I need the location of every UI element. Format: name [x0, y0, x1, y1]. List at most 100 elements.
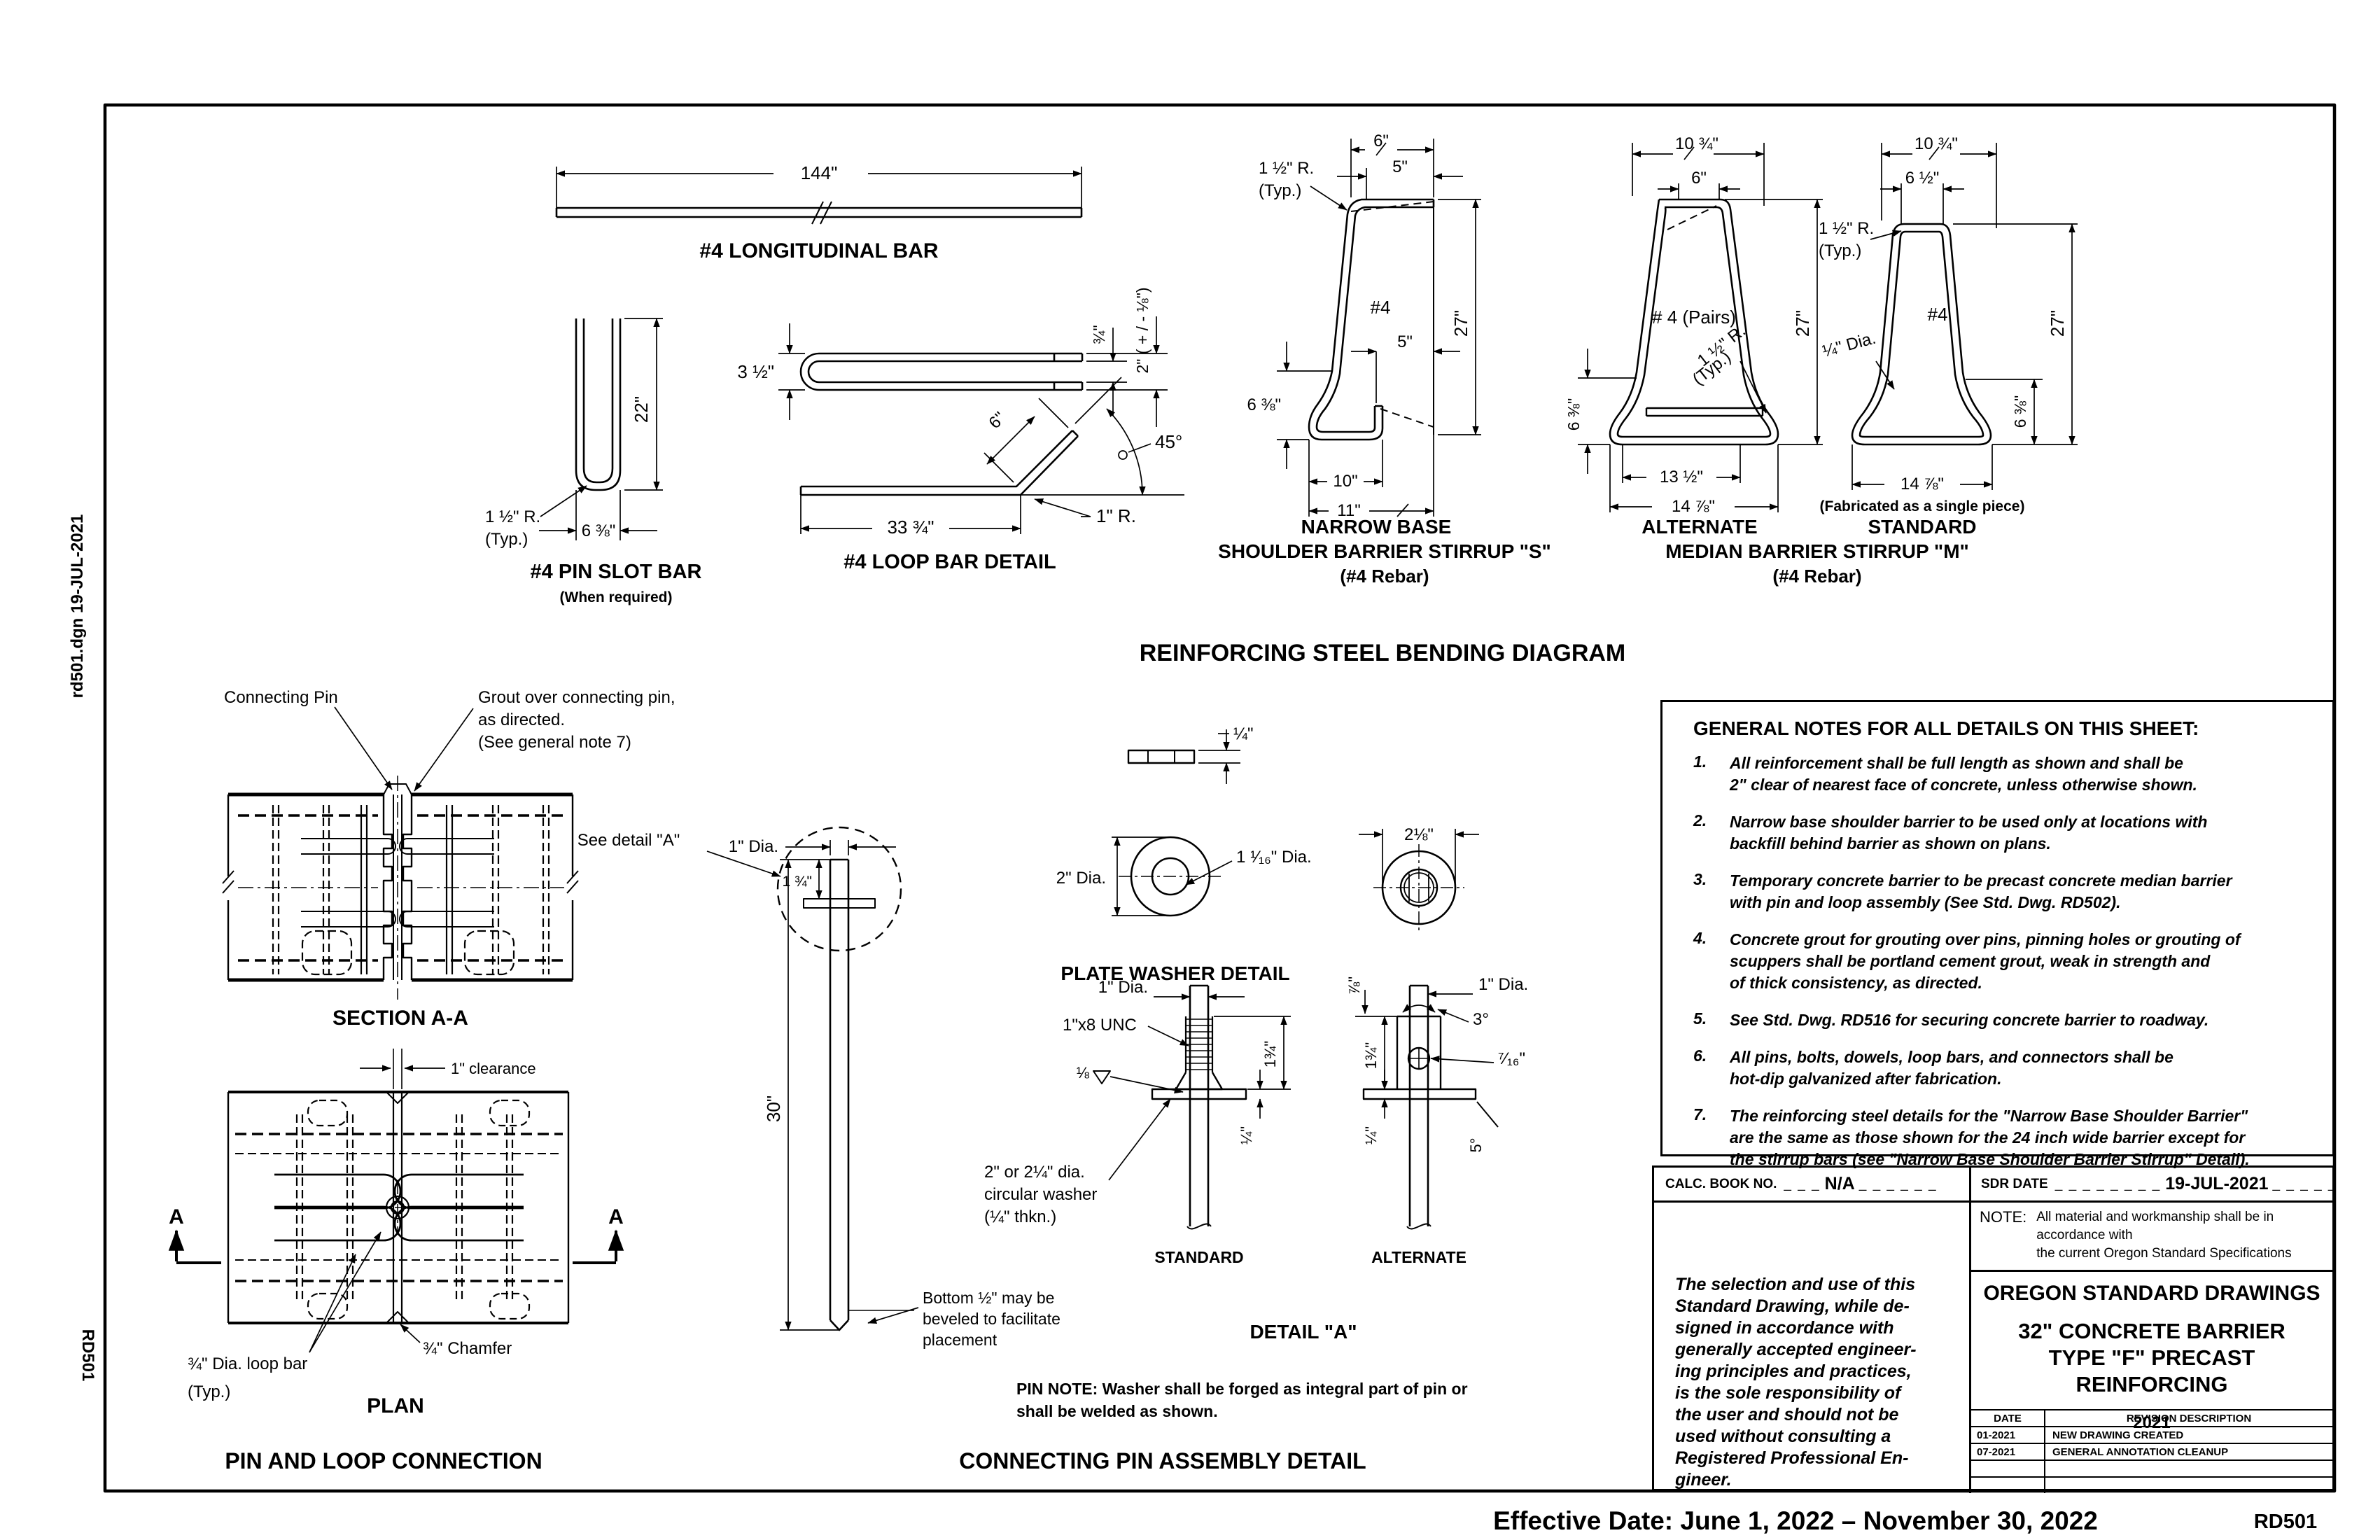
effective-date: Effective Date: June 1, 2022 – November …: [1493, 1506, 2098, 1535]
dim-1-dia-std: 1" Dia.: [1098, 978, 1148, 997]
lbl-section-a-right: A: [608, 1205, 624, 1228]
dim-1-3-4-std-pin: 1¾": [1261, 1041, 1279, 1068]
dim-2-dia: 2" Dia.: [1056, 869, 1106, 888]
title-loop-bar: #4 LOOP BAR DETAIL: [844, 551, 1056, 573]
title-block: CALC. BOOK NO. _ _ _ N/A _ _ _ _ _ _ SDR…: [1652, 1166, 2337, 1493]
lbl-std-typ: (Typ.): [1819, 241, 1861, 260]
note-number: 1.: [1693, 752, 1707, 771]
revision-date: [1971, 1478, 2045, 1493]
longitudinal-bar-drawing: [556, 167, 1082, 225]
general-note-6: 6. All pins, bolts, dowels, loop bars, an…: [1693, 1046, 2311, 1090]
dim-6-1-2-std: 6 ½": [1905, 169, 1940, 188]
dim-1-dia-alt-pin: 1" Dia.: [1478, 975, 1528, 994]
note-text: See Std. Dwg. RD516 for securing concret…: [1730, 1011, 2209, 1029]
title-pin-loop-connection: PIN AND LOOP CONNECTION: [225, 1448, 542, 1474]
dim-6-3-8-pinslot: 6 ⅜": [582, 522, 616, 540]
sdr-date-cell: SDR DATE _ _ _ _ _ _ _ _ 19-JUL-2021 _ _…: [1969, 1168, 2337, 1200]
lbl-connecting-pin: Connecting Pin: [224, 688, 338, 707]
dim-10-3-4-alt: 10 ¾": [1675, 134, 1718, 153]
revision-desc-header: REVISION DESCRIPTION: [2126, 1412, 2252, 1424]
revision-row-2: 07-2021 GENERAL ANNOTATION CLEANUP: [1971, 1444, 2332, 1461]
lbl-pin-note-1: PIN NOTE: Washer shall be forged as inte…: [1016, 1380, 1468, 1398]
heading-bending-diagram: REINFORCING STEEL BENDING DIAGRAM: [1140, 640, 1626, 666]
note-text: Narrow base shoulder barrier to be used …: [1730, 813, 2208, 853]
lbl-circ-washer-2: circular washer: [984, 1185, 1097, 1204]
narrow-base-stirrup-drawing: [1277, 139, 1481, 517]
note-text: Concrete grout for grouting over pins, p…: [1730, 930, 2241, 992]
revision-description: [2045, 1478, 2332, 1493]
lbl-bevel-2: beveled to facilitate: [923, 1310, 1060, 1328]
dim-1-3-4-pin: 1 ¾": [783, 874, 812, 890]
lbl-loop-bar-dia: ¾" Dia. loop bar: [188, 1354, 307, 1373]
dim-27-alt: 27": [1792, 310, 1813, 337]
general-note-4: 4.Concrete grout for grouting over pins,…: [1693, 929, 2311, 994]
note-text: All pins, bolts, dowels, loop bars, and …: [1730, 1048, 2174, 1088]
margin-code-label: RD501: [78, 1329, 97, 1382]
general-note-5: 5. See Std. Dwg. RD516 for securing concr…: [1693, 1009, 2311, 1031]
revision-row-3: [1971, 1461, 2332, 1478]
lbl-loop-bar-typ: (Typ.): [188, 1382, 230, 1401]
lbl-bevel-3: placement: [923, 1331, 997, 1349]
lbl-bevel-1: Bottom ½" may be: [923, 1289, 1054, 1307]
standard-pin-drawing: [1093, 984, 1291, 1230]
dim-3-4-loop: ¾": [1090, 325, 1108, 344]
dim-13-1-2-alt: 13 ½": [1660, 468, 1703, 486]
general-note-7: 7.The reinforcing steel details for the …: [1693, 1105, 2311, 1170]
sheet-number: RD501: [2253, 1511, 2318, 1533]
dim-6-3-8-narrow: 6 ⅜": [1247, 396, 1281, 414]
sdr-date-value: 19-JUL-2021: [2165, 1174, 2269, 1194]
general-notes-heading: GENERAL NOTES FOR ALL DETAILS ON THIS SH…: [1693, 718, 2199, 739]
note-number: 5.: [1693, 1009, 1707, 1028]
plate-washer-drawing: [1112, 729, 1240, 917]
title-conn-pin-assembly: CONNECTING PIN ASSEMBLY DETAIL: [959, 1448, 1366, 1474]
note-number: 6.: [1693, 1046, 1707, 1065]
note-number: 2.: [1693, 811, 1707, 830]
subtitle-s-rebar: (#4 Rebar): [1340, 566, 1429, 587]
drawing-title: 32" CONCRETE BARRIER TYPE "F" PRECAST RE…: [2018, 1319, 2286, 1396]
note-number: 7.: [1693, 1105, 1707, 1124]
revision-description: GENERAL ANNOTATION CLEANUP: [2052, 1446, 2229, 1458]
title-alternate-pin: ALTERNATE: [1371, 1248, 1466, 1266]
lbl-std-radius: 1 ½" R.: [1819, 219, 1874, 238]
lbl-pin-note-2: shall be welded as shown.: [1016, 1402, 1218, 1420]
lbl-alt-bar: # 4 (Pairs): [1652, 307, 1736, 328]
revision-date: 07-2021: [1971, 1444, 2045, 1460]
dim-30: 30": [763, 1096, 784, 1122]
dim-144: 144": [801, 162, 838, 183]
dim-5-narrow-top: 5": [1392, 158, 1408, 176]
alternate-pin-drawing: [1355, 984, 1499, 1230]
dim-6-diag: 6": [985, 408, 1009, 433]
title-pin-slot-bar: #4 PIN SLOT BAR: [531, 561, 702, 583]
dim-1-4-std-pin: ¼": [1238, 1126, 1255, 1144]
calc-book-value: N/A: [1824, 1174, 1855, 1194]
sdr-dashes-pre: _ _ _ _ _ _ _ _: [2054, 1176, 2162, 1191]
sdr-dashes-post: _ _ _ _ _: [2272, 1176, 2337, 1191]
title-section-aa: SECTION A-A: [332, 1007, 468, 1030]
dim-3deg: 3°: [1473, 1010, 1489, 1029]
materials-note: NOTE: All material and workmanship shall…: [1971, 1203, 2332, 1272]
subtitle-m-rebar: (#4 Rebar): [1772, 566, 1861, 587]
lbl-narrow-radius: 1 ½" R.: [1259, 159, 1314, 178]
dim-3-1-2: 3 ½": [737, 361, 774, 382]
revision-date-header: DATE: [1971, 1410, 2045, 1426]
dim-1-dia-pin: 1" Dia.: [729, 837, 778, 856]
calc-book-cell: CALC. BOOK NO. _ _ _ N/A _ _ _ _ _ _: [1654, 1168, 1969, 1200]
general-notes-list: 1.All reinforcement shall be full length…: [1693, 752, 2311, 1170]
revision-description: [2045, 1461, 2332, 1476]
connecting-pin-drawing: [706, 826, 919, 1331]
title-standard: STANDARD: [1868, 516, 1976, 538]
lbl-weld-eighth: ⅛: [1077, 1064, 1090, 1082]
subtitle-when-required: (When required): [560, 589, 673, 606]
lbl-grout-3: (See general note 7): [478, 733, 631, 752]
drawing-year: 2021: [2133, 1413, 2171, 1432]
lbl-std-bar: #4: [1928, 304, 1948, 325]
lbl-grout-1: Grout over connecting pin,: [478, 688, 676, 707]
revision-header-row: DATE REVISION DESCRIPTION: [1971, 1410, 2332, 1427]
dim-22: 22": [631, 396, 652, 423]
lbl-section-a-left: A: [169, 1205, 184, 1228]
title-plan: PLAN: [367, 1394, 424, 1418]
general-notes-box: GENERAL NOTES FOR ALL DETAILS ON THIS SH…: [1660, 700, 2334, 1168]
materials-note-text: All material and workmanship shall be in…: [2036, 1210, 2292, 1261]
note-text: Temporary concrete barrier to be precast…: [1730, 872, 2232, 911]
